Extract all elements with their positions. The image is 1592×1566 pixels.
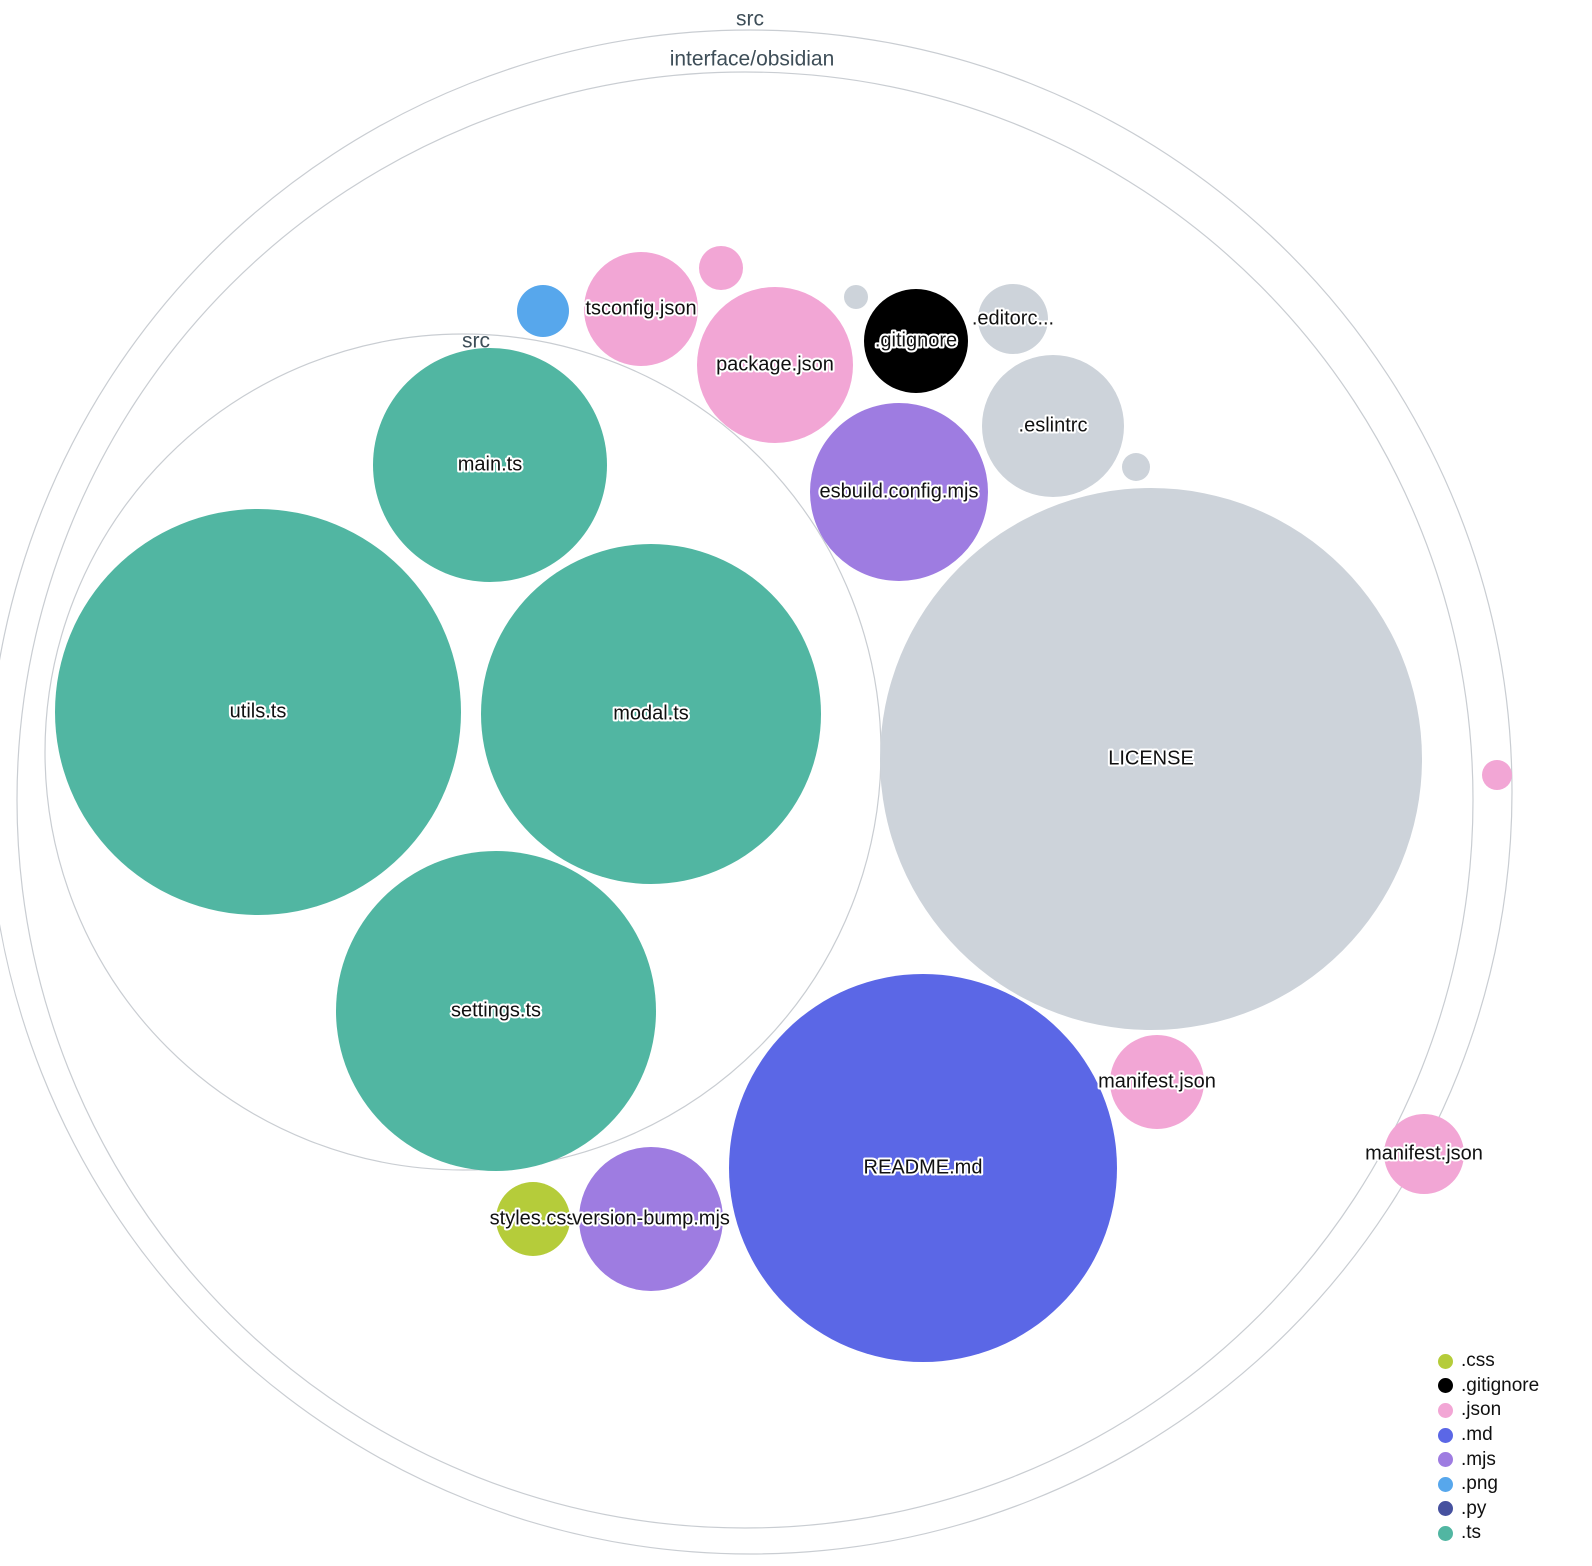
legend-item-json: .json [1438, 1398, 1539, 1423]
file-bubble-json-small-right[interactable] [1482, 760, 1512, 790]
file-bubble-settings-ts[interactable] [336, 851, 656, 1171]
legend-item-png: .png [1438, 1472, 1539, 1497]
legend-label-json: .json [1461, 1399, 1502, 1421]
file-label-gitignore: .gitignore [875, 329, 957, 351]
file-bubble-json-small-top[interactable] [699, 246, 743, 290]
file-bubble-main-ts[interactable] [373, 348, 607, 582]
legend-dot-css-icon [1438, 1353, 1453, 1369]
file-bubble-gitignore[interactable] [864, 289, 968, 393]
file-bubble-readme-md[interactable] [729, 974, 1117, 1362]
file-label-readme-md: README.md [864, 1156, 983, 1178]
folder-label-repo: interface/obsidian [670, 48, 835, 71]
legend-item-py: .py [1438, 1497, 1539, 1522]
file-label-esbuild-config-mjs: esbuild.config.mjs [820, 480, 979, 502]
legend-item-ts: .ts [1438, 1521, 1539, 1546]
file-bubble-modal-ts[interactable] [481, 544, 821, 884]
file-bubble-gray-small-2[interactable] [1122, 453, 1150, 481]
file-bubble-esbuild-config-mjs[interactable] [810, 403, 988, 581]
file-label-styles-css: styles.css [490, 1207, 577, 1229]
folder-circle-root [0, 29, 1513, 1555]
file-bubble-styles-css[interactable] [496, 1182, 570, 1256]
legend-dot-gitignore-icon [1438, 1378, 1453, 1394]
file-label-manifest-json-1: manifest.json [1098, 1070, 1216, 1092]
legend-label-css: .css [1461, 1350, 1495, 1372]
folder-circle-repo [16, 71, 1474, 1529]
file-label-settings-ts: settings.ts [451, 999, 541, 1021]
file-label-license: LICENSE [1108, 747, 1194, 769]
legend-label-ts: .ts [1461, 1522, 1482, 1544]
file-bubble-package-json[interactable] [697, 287, 853, 443]
file-label-eslintrc: .eslintrc [1019, 414, 1088, 436]
file-label-version-bump-mjs: version-bump.mjs [572, 1207, 730, 1229]
file-label-manifest-json-2: manifest.json [1365, 1142, 1483, 1164]
file-bubble-eslintrc[interactable] [982, 355, 1124, 497]
file-bubble-editorconfig[interactable] [978, 284, 1048, 354]
folder-label-root: src [736, 8, 764, 31]
legend-item-mjs: .mjs [1438, 1447, 1539, 1472]
file-type-legend: .css.gitignore .json .md.mjs .png.py .ts [1438, 1349, 1539, 1546]
legend-label-py: .py [1461, 1497, 1487, 1519]
legend-label-png: .png [1461, 1473, 1498, 1495]
file-label-utils-ts: utils.ts [230, 700, 287, 722]
file-label-editorconfig: .editorc... [972, 307, 1054, 329]
legend-dot-ts-icon [1438, 1525, 1453, 1541]
file-bubble-manifest-json-1[interactable] [1110, 1035, 1204, 1129]
legend-item-css: .css [1438, 1349, 1539, 1374]
file-label-modal-ts: modal.ts [613, 702, 689, 724]
legend-dot-md-icon [1438, 1427, 1453, 1443]
legend-item-md: .md [1438, 1423, 1539, 1448]
file-bubble-manifest-json-2[interactable] [1384, 1114, 1464, 1194]
folder-label-src-folder: src [462, 330, 490, 353]
file-bubble-png-file[interactable] [517, 285, 569, 337]
file-bubble-gray-small-1[interactable] [844, 285, 868, 309]
legend-label-gitignore: .gitignore [1461, 1374, 1540, 1396]
legend-dot-py-icon [1438, 1501, 1453, 1517]
file-bubble-utils-ts[interactable] [55, 509, 461, 915]
file-label-package-json: package.json [716, 353, 834, 375]
legend-dot-png-icon [1438, 1476, 1453, 1492]
legend-item-gitignore: .gitignore [1438, 1374, 1539, 1399]
file-bubble-tsconfig-json[interactable] [584, 252, 698, 366]
file-bubble-version-bump-mjs[interactable] [579, 1147, 723, 1291]
file-bubble-license[interactable] [880, 488, 1422, 1030]
legend-dot-mjs-icon [1438, 1452, 1453, 1468]
file-label-main-ts: main.ts [458, 453, 522, 475]
legend-label-mjs: .mjs [1461, 1448, 1496, 1470]
file-label-tsconfig-json: tsconfig.json [585, 297, 696, 319]
legend-dot-json-icon [1438, 1402, 1453, 1418]
legend-label-md: .md [1461, 1424, 1493, 1446]
